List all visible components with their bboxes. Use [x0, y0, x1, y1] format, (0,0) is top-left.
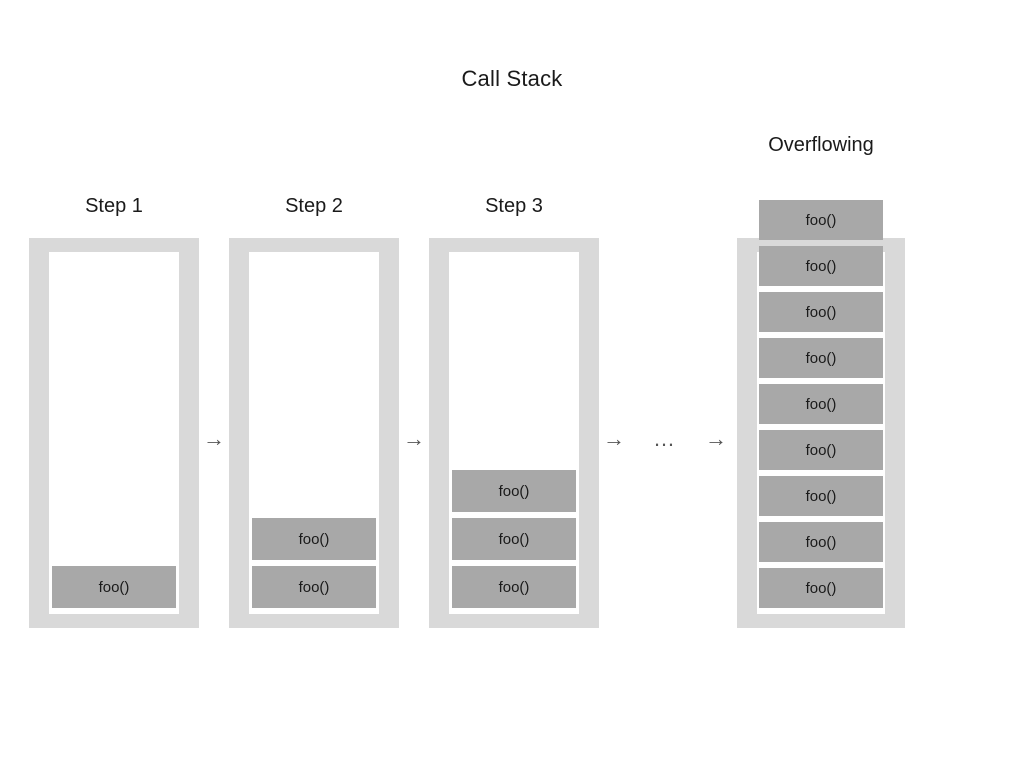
- connector-arrow-2: →: [403, 426, 425, 451]
- stack-frame-inner-step-1: [49, 252, 179, 614]
- frame-box: foo(): [759, 338, 883, 378]
- frame-box-stack-step-3: foo() foo() foo(): [452, 252, 576, 608]
- column-label-step-1: Step 1: [85, 195, 143, 217]
- frame-box: foo(): [759, 384, 883, 424]
- frame-box: foo(): [252, 518, 376, 560]
- frame-box-stack-step-1: foo(): [52, 252, 176, 608]
- column-label-step-3: Step 3: [485, 195, 543, 217]
- connector-arrow-3: →: [603, 426, 625, 451]
- frame-box-stack-step-2: foo() foo(): [252, 252, 376, 608]
- connector-arrow-4: →: [705, 426, 727, 451]
- frame-box: foo(): [452, 566, 576, 608]
- frame-box: foo(): [759, 522, 883, 562]
- frame-box: foo(): [759, 568, 883, 608]
- connector-ellipsis: …: [653, 426, 675, 451]
- frame-box: foo(): [452, 470, 576, 512]
- frame-box: foo(): [759, 246, 883, 286]
- frame-box-overflow-top: foo(): [759, 200, 883, 240]
- column-label-step-2: Step 2: [285, 195, 343, 217]
- frame-box: foo(): [759, 476, 883, 516]
- frame-box-stack-overflowing: foo() foo() foo() foo() foo() foo() foo(…: [759, 196, 883, 608]
- frame-box: foo(): [252, 566, 376, 608]
- connector-arrow-1: →: [203, 426, 225, 451]
- page-title: Call Stack: [461, 66, 563, 91]
- frame-box: foo(): [52, 566, 176, 608]
- frame-box: foo(): [759, 292, 883, 332]
- frame-box: foo(): [452, 518, 576, 560]
- column-label-overflowing: Overflowing: [768, 134, 874, 156]
- frame-box: foo(): [759, 430, 883, 470]
